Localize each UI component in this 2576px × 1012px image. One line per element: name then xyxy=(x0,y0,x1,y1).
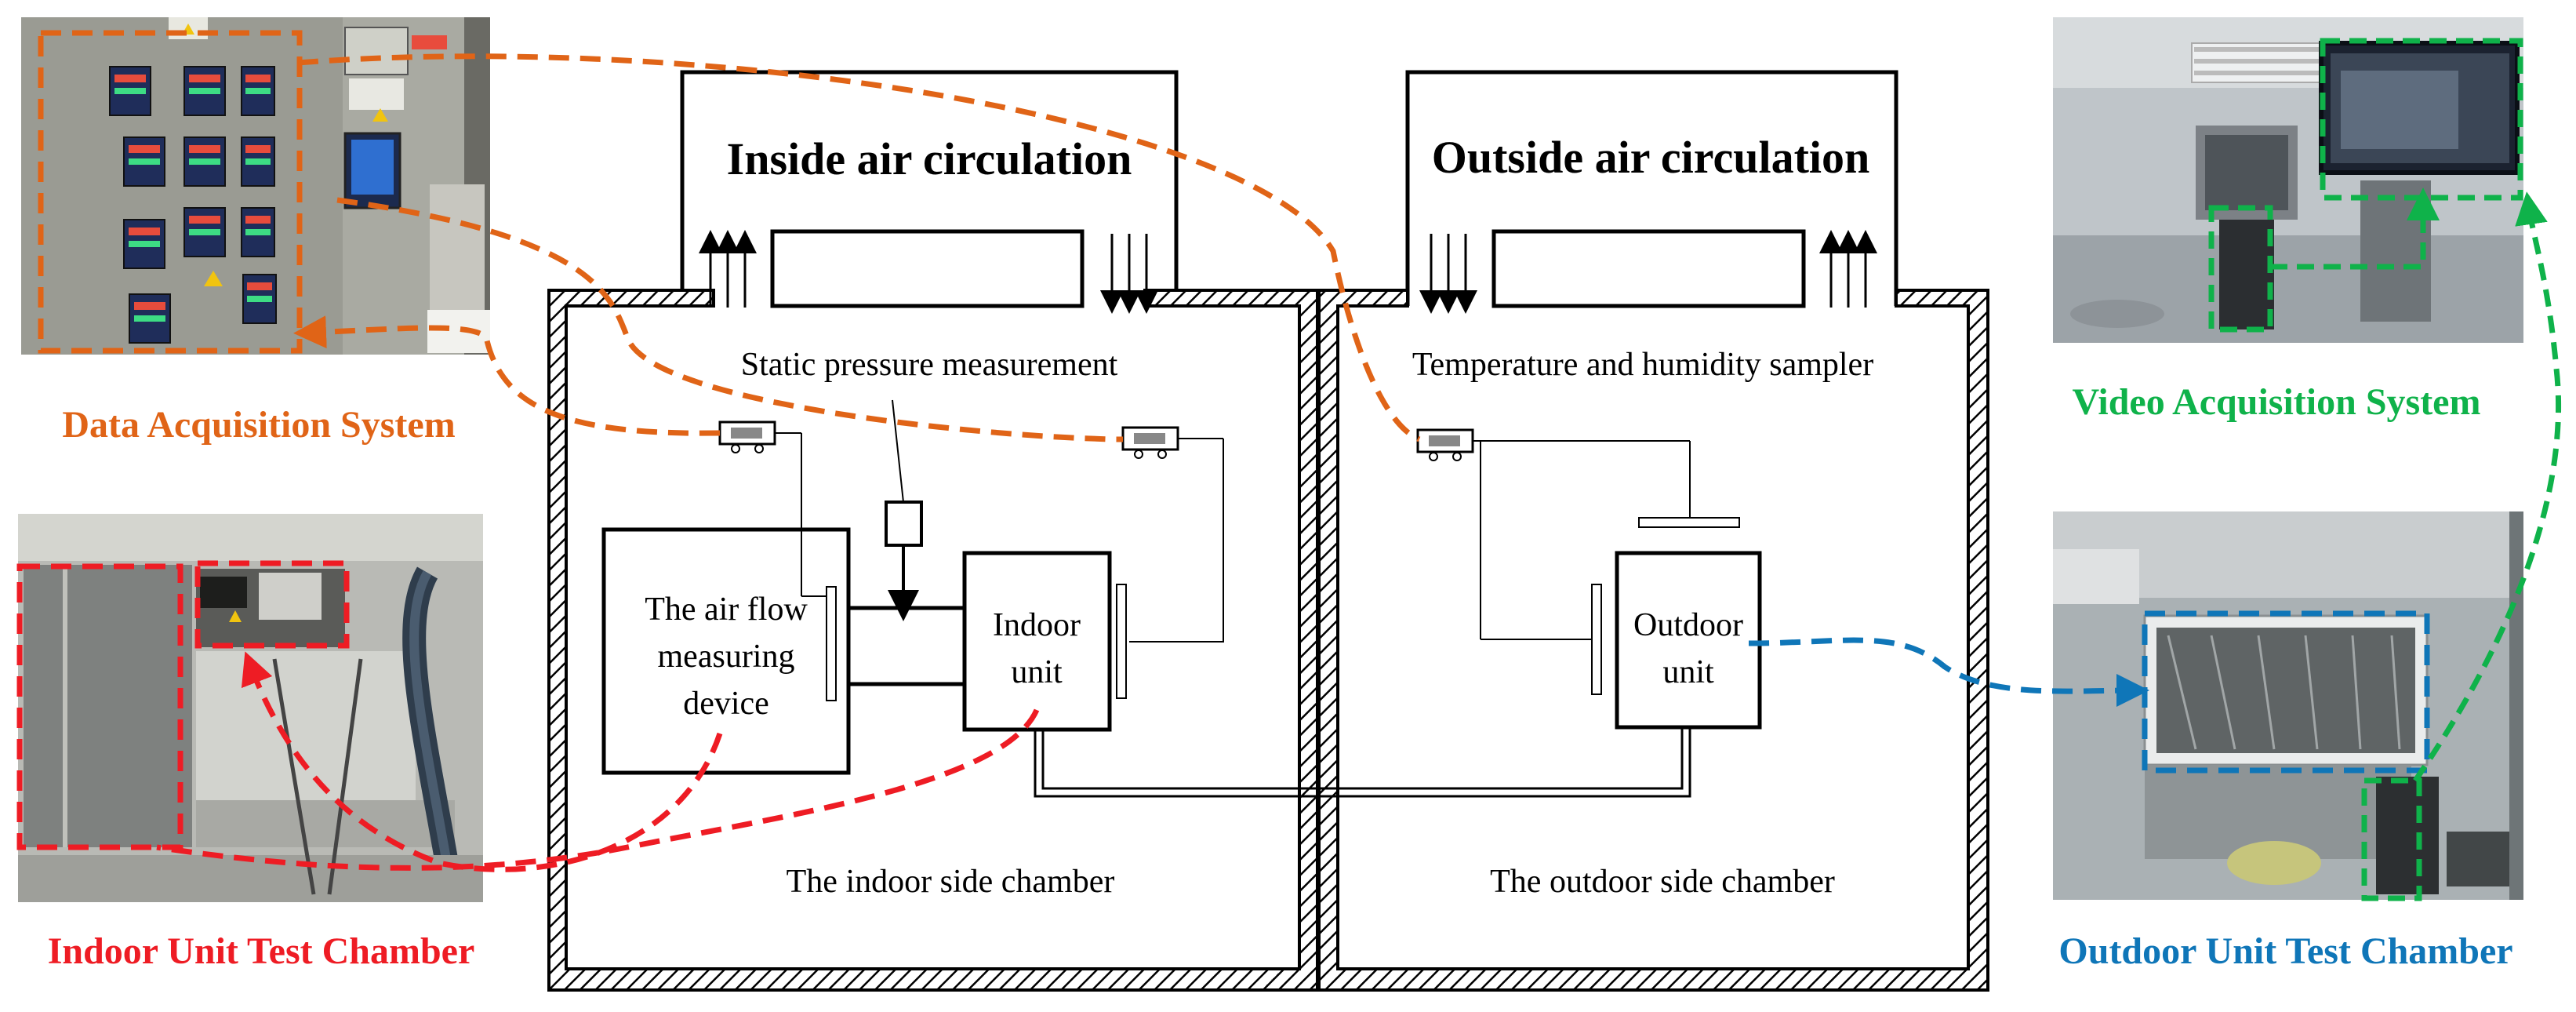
air-flow-device-label-1: The air flow xyxy=(645,592,808,628)
air-flow-device-label-3: device xyxy=(683,686,769,722)
inside-circulation-label: Inside air circulation xyxy=(727,133,1132,184)
outdoor-unit-label-1: Outdoor xyxy=(1633,607,1743,643)
outdoor-test-chamber-label: Outdoor Unit Test Chamber xyxy=(2058,930,2512,972)
data-acq-highlight-box xyxy=(38,30,303,354)
video-acquisition-photo xyxy=(2053,17,2523,343)
inside-down-arrows xyxy=(1100,234,1158,314)
outside-down-arrows xyxy=(1419,234,1477,314)
refrigerant-pipe-inner xyxy=(1041,727,1684,790)
air-flow-device-label-2: measuring xyxy=(658,639,795,675)
indoor-unit-label-2: unit xyxy=(1011,654,1063,690)
outside-duct-box xyxy=(1491,229,1806,308)
static-pressure-pointer xyxy=(892,399,904,503)
outdoor-unit-label-2: unit xyxy=(1662,654,1714,690)
sampler-outdoor xyxy=(1416,428,1691,640)
outside-up-arrows xyxy=(1819,230,1877,308)
indoor-test-chamber-photo xyxy=(18,514,483,902)
outdoor-side-sensor-grid xyxy=(1591,584,1602,695)
inside-circulation-duct xyxy=(680,70,1179,306)
outdoor-chamber-wall xyxy=(1317,289,1989,992)
outside-circulation-duct xyxy=(1405,70,1898,306)
outdoor-unit-box xyxy=(1615,551,1762,730)
indoor-unit-sensor-grid xyxy=(1116,584,1127,699)
outside-circulation-label: Outside air circulation xyxy=(1432,132,1870,183)
indoor-chamber-label: The indoor side chamber xyxy=(787,864,1115,900)
air-flow-sensor-grid xyxy=(826,586,837,701)
video-acq-inner-link xyxy=(2270,187,2440,270)
temp-humidity-label: Temperature and humidity sampler xyxy=(1412,347,1873,383)
indoor-test-highlight-box-left xyxy=(16,563,183,850)
outdoor-test-chamber-photo xyxy=(2053,511,2523,900)
outdoor-top-sensor-bar xyxy=(1638,517,1740,528)
indoor-test-highlight-box-top xyxy=(194,560,350,649)
outdoor-camera-highlight-box xyxy=(2361,777,2422,901)
refrigerant-pipe-outer xyxy=(1034,727,1691,798)
video-acquisition-label: Video Acquisition System xyxy=(2073,381,2481,423)
static-pressure-label: Static pressure measurement xyxy=(741,347,1118,383)
indoor-test-connector-2 xyxy=(156,708,1040,871)
air-flow-device-box xyxy=(601,527,851,775)
data-acq-connector-2 xyxy=(336,197,1124,442)
indoor-test-chamber-label: Indoor Unit Test Chamber xyxy=(48,930,475,972)
indoor-test-connector-1 xyxy=(241,651,723,872)
indoor-unit-box xyxy=(962,551,1112,732)
indoor-unit-label-1: Indoor xyxy=(993,607,1081,643)
inside-duct-box xyxy=(770,229,1085,308)
outdoor-test-connector xyxy=(1748,637,2149,708)
data-acq-connector-1 xyxy=(297,53,1421,442)
sampler-indoor-left xyxy=(718,420,802,596)
data-acq-connector-3 xyxy=(293,315,721,436)
video-acq-connector xyxy=(2413,191,2562,782)
data-acquisition-label: Data Acquisition System xyxy=(62,404,455,446)
data-acquisition-photo xyxy=(21,17,490,355)
inside-up-arrows xyxy=(699,230,757,308)
pressure-sensor-box xyxy=(885,501,923,547)
sampler-indoor-right xyxy=(1121,426,1224,643)
outdoor-chamber-label: The outdoor side chamber xyxy=(1490,864,1835,900)
